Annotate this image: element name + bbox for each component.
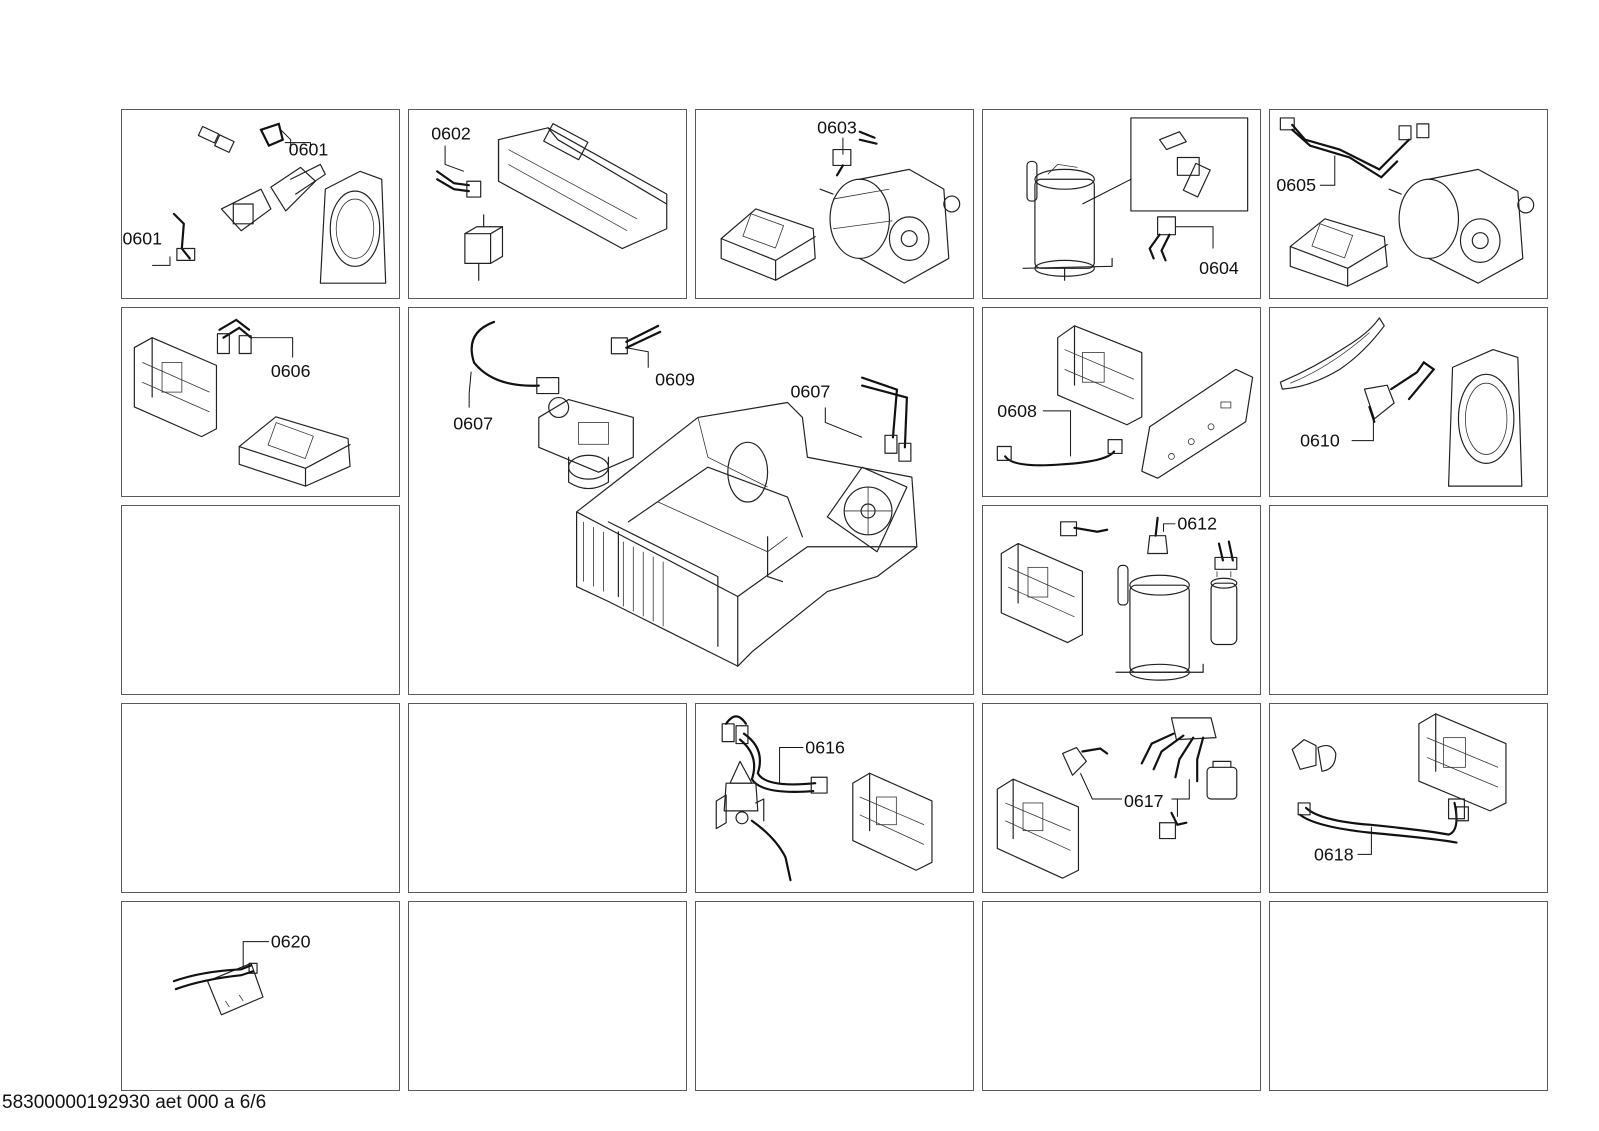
- cell-empty-r4c2: [408, 703, 687, 893]
- label-0609: 0609: [655, 370, 695, 390]
- relay: [1206, 760, 1238, 800]
- label-0604: 0604: [1199, 258, 1239, 278]
- drawing-0607-0609: 0607 0609: [453, 320, 918, 667]
- label-0616: 0616: [805, 737, 845, 757]
- drive-motor: [1388, 168, 1535, 284]
- cooling-fan: [826, 466, 908, 553]
- label-0612: 0612: [1177, 514, 1217, 534]
- cell-0604: 0604: [982, 109, 1261, 299]
- label-0602: 0602: [431, 124, 471, 144]
- control-module: [238, 416, 351, 487]
- drawing-0601: 0601 0601: [122, 122, 387, 284]
- document-reference: 58300000192930 aet 000 a 6/6: [2, 1092, 267, 1113]
- electronic-module: [1418, 713, 1507, 812]
- electronic-module: [852, 772, 933, 871]
- drawing-0616: 0616: [715, 715, 933, 882]
- connector-plug: [197, 125, 235, 153]
- electronic-module: [1057, 325, 1143, 426]
- label-0601-b: 0601: [122, 229, 162, 249]
- drawing-0617: 0617: [996, 717, 1238, 879]
- electronic-module: [996, 778, 1080, 879]
- sensor-cable: [1297, 798, 1469, 844]
- label-0617: 0617: [1124, 791, 1164, 811]
- cell-0612: 0612: [982, 505, 1261, 695]
- electronic-module: [133, 337, 218, 438]
- compressor: [1115, 564, 1204, 681]
- cell-0602: 0602: [408, 109, 687, 299]
- drawing-0606: 0606: [133, 318, 351, 487]
- display-board: [1141, 368, 1254, 479]
- compressor: [1022, 160, 1113, 281]
- pressure-sensor: [715, 760, 792, 882]
- cell-0603: 0603: [695, 109, 974, 299]
- drive-motor: [819, 168, 961, 284]
- pump-solenoid: [464, 214, 504, 281]
- label-0618: 0618: [1314, 844, 1354, 864]
- cell-0620: 0620: [121, 901, 400, 1091]
- cell-empty-r3c1: [121, 505, 400, 695]
- condenser-housing: [497, 123, 668, 250]
- label-0603: 0603: [817, 118, 857, 138]
- label-0620: 0620: [271, 932, 311, 952]
- label-0607-a: 0607: [453, 413, 493, 433]
- label-0607-b: 0607: [790, 382, 830, 402]
- cell-0606: 0606: [121, 307, 400, 497]
- cell-0610: 0610: [1269, 307, 1548, 497]
- electronic-module: [1000, 543, 1084, 644]
- drawing-0604: 0604: [1022, 117, 1249, 281]
- lamp-holder: [1291, 739, 1337, 772]
- capacitor: [1210, 571, 1238, 646]
- drawing-0602: 0602: [431, 123, 668, 281]
- cell-0607-0609: 0607 0609: [408, 307, 974, 695]
- control-module: [720, 208, 816, 281]
- cell-empty-r4c1: [121, 703, 400, 893]
- cell-0617: 0617: [982, 703, 1261, 893]
- label-0601-a: 0601: [289, 140, 329, 160]
- drawing-0612: 0612: [1000, 514, 1238, 681]
- front-panel: [1447, 348, 1523, 487]
- cell-empty-r3c5: [1269, 505, 1548, 695]
- cell-empty-r5c5: [1269, 901, 1548, 1091]
- drawing-0608: 0608: [996, 325, 1254, 479]
- sensor-connector: [1363, 360, 1436, 423]
- drawing-0603: 0603: [720, 118, 961, 284]
- drawing-0620: 0620: [172, 932, 311, 1016]
- inset-box: [1130, 117, 1249, 212]
- drawing-0618: 0618: [1291, 713, 1507, 864]
- label-0605: 0605: [1276, 175, 1316, 195]
- cell-empty-r5c3: [695, 901, 974, 1091]
- cell-empty-r5c2: [408, 901, 687, 1091]
- cell-0618: 0618: [1269, 703, 1548, 893]
- base-frame: [575, 401, 918, 667]
- thermostat-block: [1140, 717, 1217, 783]
- label-0608: 0608: [997, 401, 1037, 421]
- control-module: [1289, 218, 1388, 287]
- drawing-0605: 0605: [1276, 117, 1535, 287]
- drawing-0610: 0610: [1279, 317, 1523, 487]
- door-lock: [220, 163, 326, 232]
- drum-seal-strip: [1279, 317, 1385, 390]
- cell-0601: 0601 0601: [121, 109, 400, 299]
- pump-assembly: [538, 396, 634, 490]
- cell-0608: 0608: [982, 307, 1261, 497]
- cell-empty-r5c4: [982, 901, 1261, 1091]
- label-0606: 0606: [271, 361, 311, 381]
- label-0610: 0610: [1300, 431, 1340, 451]
- front-panel: [319, 170, 387, 284]
- cell-0616: 0616: [695, 703, 974, 893]
- cell-0605: 0605: [1269, 109, 1548, 299]
